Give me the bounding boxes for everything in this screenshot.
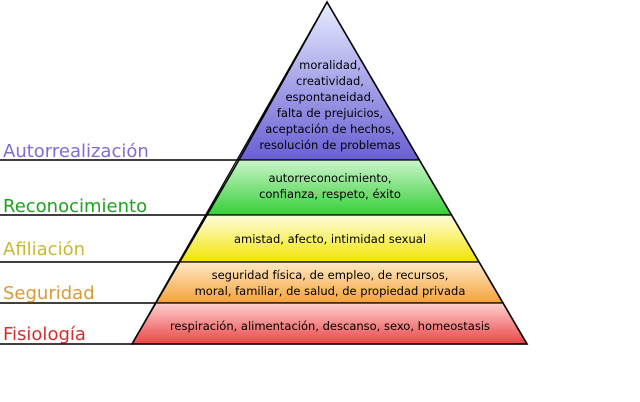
level-description-line: moralidad, <box>299 58 361 72</box>
level-labels: AutorrealizaciónReconocimientoAfiliación… <box>3 141 149 345</box>
level-description-line: seguridad física, de empleo, de recursos… <box>212 268 449 282</box>
level-description-line: aceptación de hechos, <box>265 122 395 136</box>
level-description-line: moral, familiar, de salud, de propiedad … <box>195 284 466 298</box>
level-description-line: respiración, alimentación, descanso, sex… <box>170 319 490 333</box>
level-label-4: Seguridad <box>3 283 95 304</box>
level-description-line: amistad, afecto, intimidad sexual <box>234 232 426 246</box>
level-description-line: falta de prejuicios, <box>277 106 383 120</box>
level-label-1: Autorrealización <box>3 141 149 162</box>
level-description-line: espontaneidad, <box>285 90 374 104</box>
level-description-line: resolución de problemas <box>259 138 400 152</box>
level-description-line: creatividad, <box>296 74 364 88</box>
level-description-line: autorreconocimiento, <box>268 171 391 185</box>
level-label-2: Reconocimiento <box>3 196 147 217</box>
level-descriptions: moralidad, creatividad, espontaneidad, falt… <box>170 58 490 333</box>
label-leader-lines <box>0 159 237 345</box>
pyramid-outline <box>130 0 529 345</box>
level-description-line: confianza, respeto, éxito <box>259 187 401 201</box>
level-label-3: Afiliación <box>3 239 85 260</box>
level-label-5: Fisiología <box>3 324 86 345</box>
